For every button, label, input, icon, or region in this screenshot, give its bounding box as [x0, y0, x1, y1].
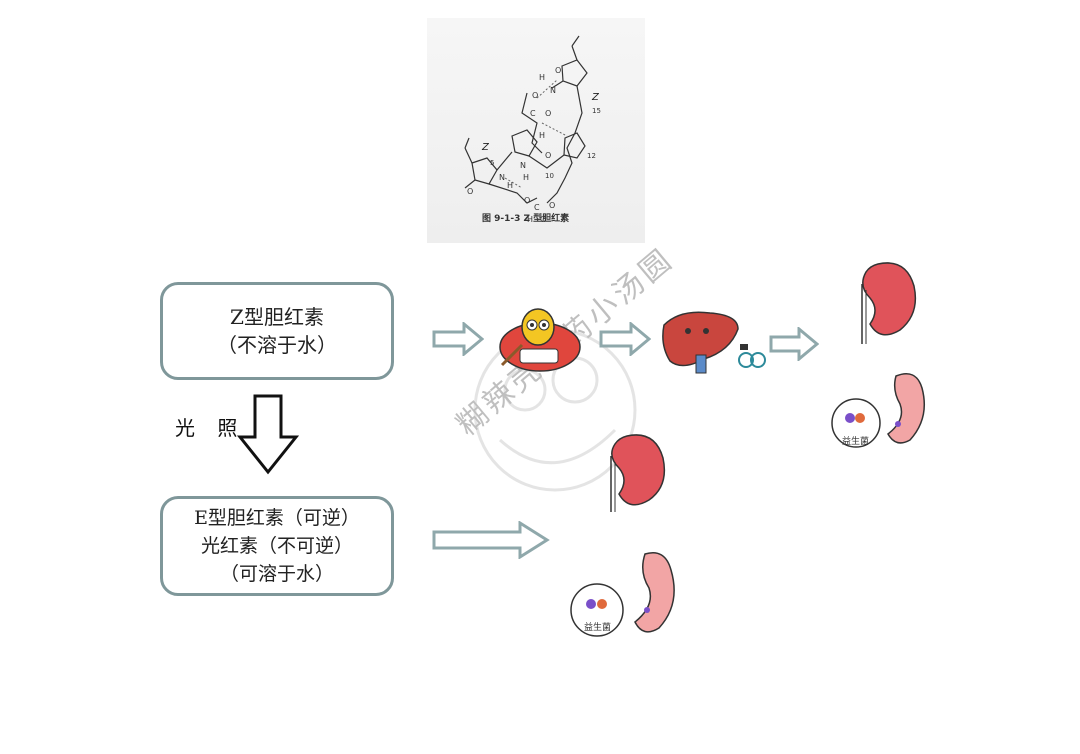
- svg-text:O: O: [467, 187, 473, 196]
- liver-icon: [662, 311, 739, 374]
- e-bilirubin-solubility: （可溶于水）: [219, 563, 334, 585]
- svg-text:N: N: [520, 161, 526, 170]
- svg-text:H: H: [527, 215, 533, 224]
- intestine-probiotic-icon: [570, 552, 675, 637]
- glucuronide-icon: [738, 344, 766, 368]
- kidney-icon: [861, 262, 917, 344]
- label-15: 15: [592, 107, 601, 115]
- intestine-probiotic-icon: [831, 373, 925, 448]
- down-arrow-icon: [237, 394, 299, 475]
- figure-caption: 图 9-1-3 Z 型胆红素: [482, 214, 570, 224]
- z-bilirubin-title: Z型胆红素: [230, 305, 324, 329]
- svg-text:O: O: [524, 196, 530, 205]
- svg-text:O: O: [545, 151, 551, 160]
- label-z-top: Z: [591, 92, 600, 103]
- z-bilirubin-solubility: （不溶于水）: [217, 333, 337, 357]
- light-label: 光 照: [175, 416, 246, 440]
- svg-text:C: C: [534, 203, 540, 212]
- right-arrow-icon: [769, 327, 819, 361]
- kidney-icon: [610, 434, 666, 512]
- svg-text:O: O: [545, 109, 551, 118]
- svg-text:H: H: [523, 173, 529, 182]
- svg-text:O: O: [532, 91, 538, 100]
- label-z-left: Z: [481, 142, 490, 153]
- e-bilirubin-box: E型胆红素（可逆） 光红素（不可逆） （可溶于水）: [160, 496, 394, 596]
- probiotic-label: 益生菌: [842, 437, 870, 447]
- svg-text:N: N: [499, 173, 505, 182]
- right-arrow-icon: [599, 322, 651, 356]
- svg-text:H: H: [507, 181, 513, 190]
- svg-text:H: H: [539, 73, 545, 82]
- label-12: 12: [587, 152, 596, 160]
- e-bilirubin-title: E型胆红素（可逆）: [194, 507, 360, 529]
- svg-text:C: C: [530, 109, 536, 118]
- probiotic-label: 益生菌: [584, 623, 612, 633]
- right-arrow-icon: [432, 322, 484, 356]
- lumirubin-title: 光红素（不可逆）: [200, 535, 353, 557]
- albumin-carrier-icon: [499, 308, 581, 372]
- svg-text:H: H: [539, 131, 545, 140]
- svg-text:N: N: [550, 86, 556, 95]
- svg-text:O: O: [555, 66, 561, 75]
- label-10: 10: [545, 172, 554, 180]
- z-bilirubin-box: Z型胆红素 （不溶于水）: [160, 282, 394, 380]
- long-right-arrow-icon: [432, 521, 550, 559]
- svg-text:O: O: [549, 201, 555, 210]
- svg-text:O: O: [540, 215, 546, 224]
- label-5: 5: [490, 159, 494, 167]
